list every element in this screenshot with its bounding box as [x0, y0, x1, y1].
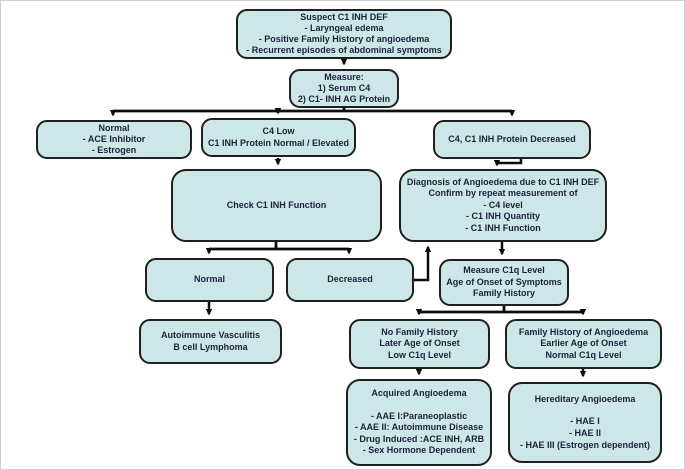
node-hereditary-angioedema: Hereditary Angioedema - HAE I - HAE II -…: [508, 382, 662, 463]
node-line: - Recurrent episodes of abdominal sympto…: [246, 45, 442, 55]
node-suspect-c1-inh-def: Suspect C1 INH DEF - Laryngeal edema - P…: [236, 9, 452, 59]
node-line: Age of Onset of Symptoms: [446, 276, 562, 287]
node-line: - ACE Inhibitor: [82, 134, 146, 144]
node-line: Suspect C1 INH DEF: [300, 12, 388, 22]
node-line: 2) C1- INH AG Protein: [297, 94, 391, 104]
node-measure-c1q: Measure C1q Level Age of Onset of Sympto…: [439, 259, 569, 306]
node-c4-c1-decreased: C4, C1 INH Protein Decreased: [433, 120, 591, 159]
node-line: B cell Lymphoma: [173, 341, 248, 352]
node-line: - C1 INH Function: [465, 222, 541, 233]
node-line: Decreased: [327, 274, 373, 285]
node-line: Later Age of Onset: [379, 338, 460, 349]
node-line: C4 Low: [262, 125, 295, 136]
node-family-history: Family History of Angioedema Earlier Age…: [505, 319, 662, 369]
node-line: Measure:: [324, 72, 364, 82]
node-line: Normal C1q Level: [545, 349, 622, 360]
node-line: Check C1 INH Function: [226, 199, 327, 210]
node-check-c1-inh-function: Check C1 INH Function: [171, 169, 382, 242]
node-line: - AAE I:Paraneoplastic: [370, 410, 468, 421]
node-line: - Positive Family History of angioedema: [258, 34, 430, 44]
node-line: C1 INH Protein Normal / Elevated: [207, 137, 350, 148]
node-autoimmune-vasculitis: Autoimmune Vasculitis B cell Lymphoma: [139, 319, 282, 364]
node-line: - HAE I: [570, 416, 600, 427]
node-line: - C1 INH Quantity: [465, 211, 540, 222]
node-line: - Estrogen: [91, 145, 137, 155]
node-line: Earlier Age of Onset: [540, 338, 627, 349]
node-line: - Drug Induced :ACE INH, ARB: [353, 433, 485, 444]
node-line: - HAE III (Estrogen dependent): [519, 439, 650, 450]
node-line: - AAE II: Autoimmune Disease: [354, 422, 484, 433]
node-line: Normal: [193, 274, 225, 285]
node-line: Family History: [472, 288, 536, 299]
connector-c4-c1-to-diagnosis: [493, 159, 523, 167]
node-line: - HAE II: [568, 428, 601, 438]
node-line: Measure C1q Level: [463, 265, 545, 276]
node-line: Diagnosis of Angioedema due to C1 INH DE…: [406, 176, 600, 187]
node-line: - C4 level: [483, 199, 523, 210]
connector-decreased-to-diagnosis: [414, 245, 432, 282]
node-diagnosis-c1-inh-def: Diagnosis of Angioedema due to C1 INH DE…: [399, 169, 607, 242]
connector-check-function-rail: [209, 242, 349, 251]
node-acquired-angioedema: Acquired Angioedema - AAE I:Paraneoplast…: [346, 379, 492, 466]
node-line: Hereditary Angioedema: [534, 393, 636, 404]
node-normal-ace-estrogen: Normal - ACE Inhibitor - Estrogen: [36, 120, 192, 159]
node-line: - Sex Hormone Dependent: [362, 445, 476, 456]
node-line: Low C1q Level: [387, 349, 451, 360]
node-line: Family History of Angioedema: [518, 326, 649, 337]
connector-c1q-rail: [419, 306, 583, 314]
node-line: C4, C1 INH Protein Decreased: [448, 133, 576, 144]
node-line: Confirm by repeat measurement of: [428, 188, 578, 199]
node-c4-low: C4 Low C1 INH Protein Normal / Elevated: [201, 118, 356, 157]
node-function-normal: Normal: [145, 258, 274, 302]
node-line: Acquired Angioedema: [371, 388, 467, 399]
node-function-decreased: Decreased: [286, 258, 414, 302]
node-measure-serum: Measure: 1) Serum C4 2) C1- INH AG Prote…: [289, 69, 399, 108]
node-line: - Laryngeal edema: [304, 23, 384, 33]
node-line: No Family History: [381, 326, 458, 337]
node-line: Autoimmune Vasculitis: [160, 329, 261, 340]
node-line: Normal: [98, 123, 130, 133]
node-no-family-history: No Family History Later Age of Onset Low…: [349, 319, 490, 369]
node-line: 1) Serum C4: [317, 83, 371, 93]
